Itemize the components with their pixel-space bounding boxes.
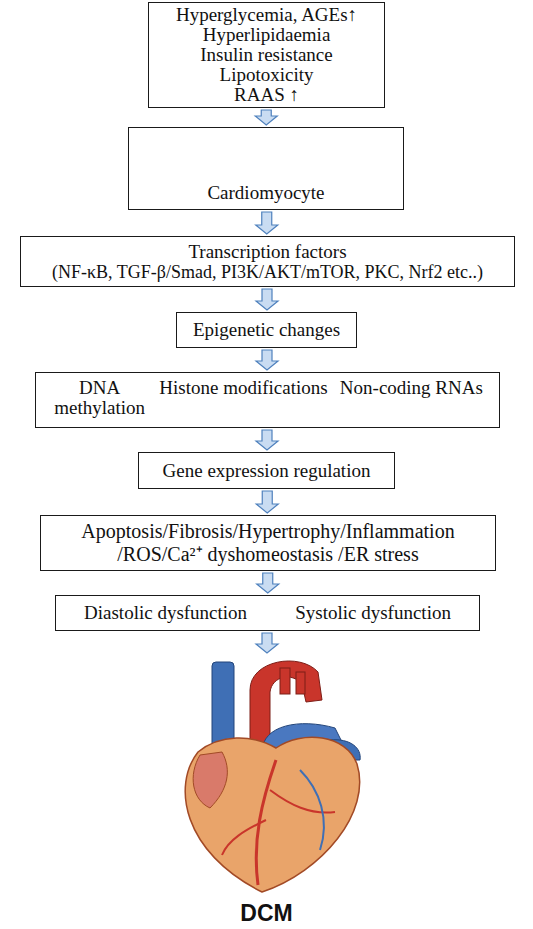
node-text: Non-coding RNAs bbox=[340, 378, 483, 398]
node-text: Lipotoxicity bbox=[220, 65, 314, 85]
node-text: Diastolic dysfunction bbox=[84, 603, 247, 623]
block-arrow bbox=[255, 110, 277, 125]
block-arrow bbox=[256, 430, 278, 450]
node-text: DNA methylation bbox=[52, 378, 147, 418]
node-text: Hyperglycemia, AGEs↑ bbox=[176, 5, 357, 25]
node-text: RAAS ↑ bbox=[234, 85, 299, 105]
node-text: Cardiomyocyte bbox=[207, 183, 324, 203]
node-text: Apoptosis/Fibrosis/Hypertrophy/Inflammat… bbox=[49, 520, 487, 566]
node-text: Epigenetic changes bbox=[193, 320, 340, 340]
process-box: Epigenetic changes bbox=[176, 312, 357, 348]
block-arrow bbox=[256, 350, 278, 370]
outcome-box: Diastolic dysfunction Systolic dysfunctio… bbox=[55, 595, 480, 631]
node-text: Hyperlipidaemia bbox=[203, 25, 331, 45]
process-box: Gene expression regulation bbox=[138, 452, 395, 489]
node-text: Systolic dysfunction bbox=[295, 603, 451, 623]
node-text: DCM bbox=[240, 903, 292, 923]
process-box: Apoptosis/Fibrosis/Hypertrophy/Inflammat… bbox=[40, 515, 496, 571]
block-arrow bbox=[256, 491, 278, 513]
factor-box: Hyperglycemia, AGEs↑HyperlipidaemiaInsul… bbox=[148, 2, 385, 108]
block-arrow bbox=[256, 633, 278, 653]
heart-illustration bbox=[185, 661, 360, 892]
cell-box: Cardiomyocyte bbox=[128, 127, 404, 210]
block-arrow bbox=[256, 289, 278, 310]
disease-node: DCM bbox=[150, 655, 383, 927]
node-text: (NF-κB, TGF-β/Smad, PI3K/AKT/mTOR, PKC, … bbox=[52, 262, 483, 282]
block-arrow bbox=[257, 573, 279, 593]
node-text: Histone modifications bbox=[159, 378, 327, 398]
process-box: DNA methylation Histone modifications Non-… bbox=[35, 372, 500, 428]
block-arrow bbox=[256, 212, 278, 234]
node-text: Gene expression regulation bbox=[163, 461, 371, 481]
node-text: Insulin resistance bbox=[200, 45, 332, 65]
node-text: Transcription factors bbox=[188, 242, 346, 262]
process-box: Transcription factors(NF-κB, TGF-β/Smad,… bbox=[20, 236, 515, 287]
